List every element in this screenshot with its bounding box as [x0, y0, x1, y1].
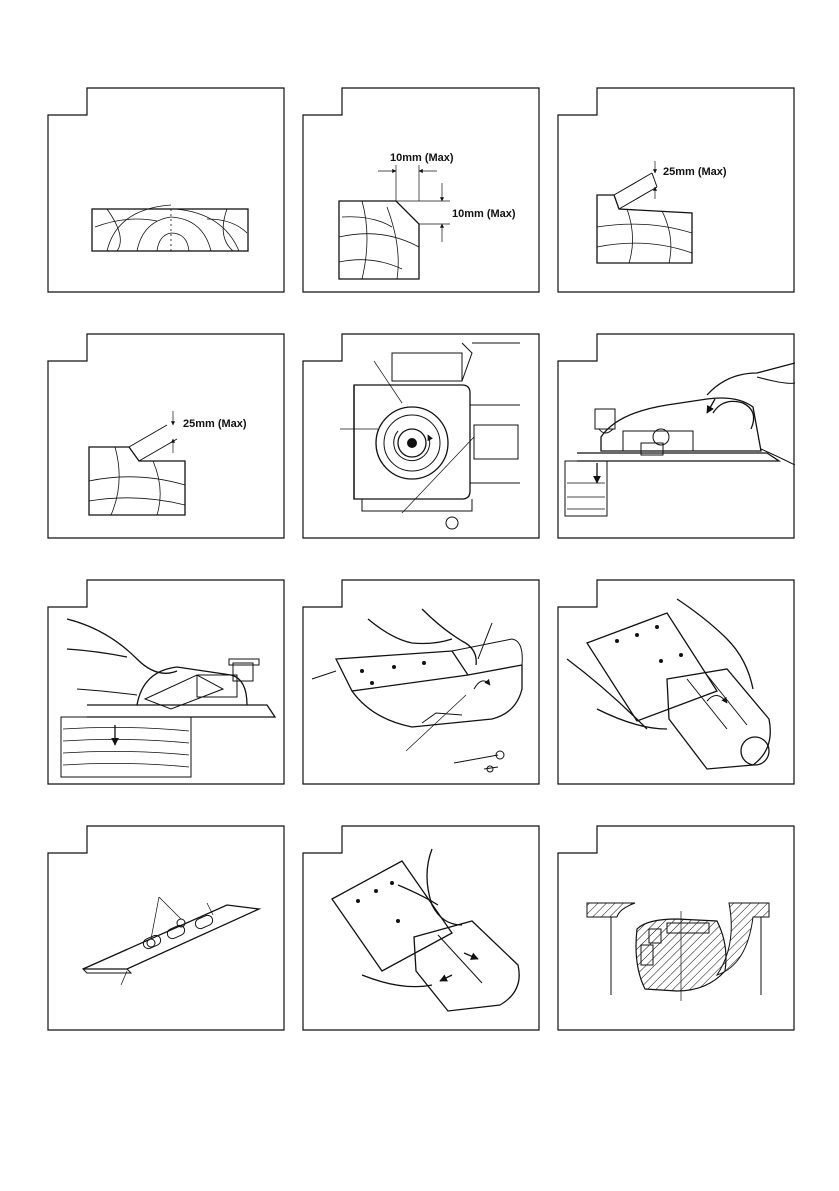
figure-3-drawing: 25mm (Max): [557, 87, 795, 293]
figure-6-drawing: [557, 333, 795, 539]
figure-11-panel: [302, 825, 540, 1031]
figure-2-panel: 10mm (Max) 10mm (Max): [302, 87, 540, 293]
figure-3-panel: 25mm (Max): [557, 87, 795, 293]
chamfer-depth-label: 10mm (Max): [452, 208, 516, 220]
figure-12-drawing: [557, 825, 795, 1031]
figure-11-drawing: [302, 825, 540, 1031]
step-depth-label: 25mm (Max): [183, 418, 247, 430]
figure-4-panel: 25mm (Max): [47, 333, 285, 539]
figure-7-drawing: [47, 579, 285, 785]
chamfer-width-label: 10mm (Max): [390, 152, 454, 164]
figure-9-drawing: [557, 579, 795, 785]
figure-10-drawing: [47, 825, 285, 1031]
figure-6-panel: [557, 333, 795, 539]
figure-1-drawing: [47, 87, 285, 293]
figure-10-panel: [47, 825, 285, 1031]
figure-7-panel: [47, 579, 285, 785]
figure-2-drawing: 10mm (Max) 10mm (Max): [302, 87, 540, 293]
figure-8-drawing: [302, 579, 540, 785]
figure-5-panel: [302, 333, 540, 539]
figure-8-panel: [302, 579, 540, 785]
figure-5-drawing: [302, 333, 540, 539]
figure-4-drawing: 25mm (Max): [47, 333, 285, 539]
figure-12-panel: [557, 825, 795, 1031]
rebate-depth-label: 25mm (Max): [663, 166, 727, 178]
figure-1-panel: [47, 87, 285, 293]
figure-9-panel: [557, 579, 795, 785]
